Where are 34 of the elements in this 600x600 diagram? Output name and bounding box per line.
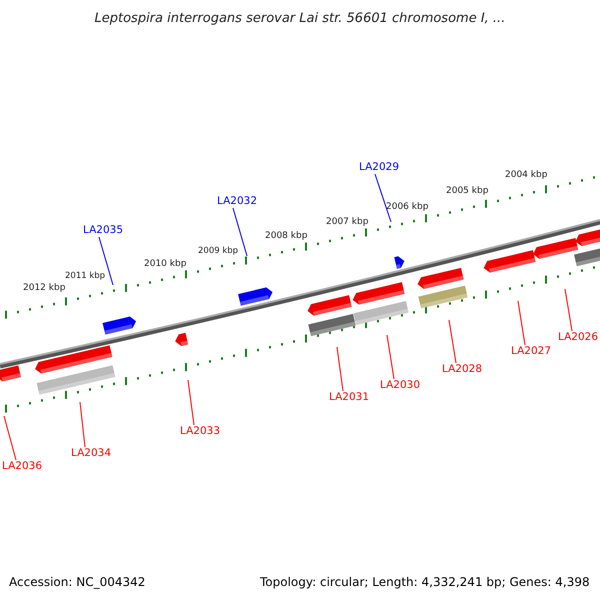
leader-line	[336, 346, 344, 392]
gene-label: LA2028	[442, 364, 482, 374]
scale-label: 2011 kbp	[65, 272, 106, 280]
scale-label: 2012 kbp	[23, 284, 66, 293]
leader-line	[386, 334, 394, 380]
scale-label: 2008 kbp	[265, 232, 308, 241]
scale-label: 2004 kbp	[505, 171, 548, 180]
scale-label: 2006 kbp	[386, 203, 428, 212]
leader-line	[80, 402, 86, 448]
leader-line	[518, 300, 526, 346]
gene-label: LA2032	[217, 196, 257, 206]
gene-label: LA2030	[380, 380, 420, 390]
leader-line	[564, 288, 572, 332]
gene-label: LA2034	[71, 448, 111, 458]
diagram-title: Leptospira interrogans serovar Lai str. 56601 chromosome I, ...	[94, 12, 506, 25]
leader-line	[188, 380, 194, 426]
gene-label: LA2031	[329, 392, 369, 402]
gene-label: LA2029	[359, 162, 399, 172]
scale-label: 2005 kbp	[446, 187, 488, 196]
gene-label: LA2036	[2, 461, 42, 472]
gene-label: LA2033	[180, 426, 220, 436]
leader-line	[374, 174, 392, 222]
gene-label: LA2027	[511, 346, 551, 356]
footer-text: Accession: NC_004342	[9, 576, 146, 588]
footer-text: Topology: circular; Length: 4,332,241 bp; Genes: 4,398	[260, 576, 590, 588]
gene-label: LA2026	[558, 332, 598, 342]
leader-line	[232, 208, 248, 256]
leader-line	[448, 320, 456, 364]
scale-label: 2009 kbp	[198, 247, 238, 256]
leader-line	[4, 416, 16, 460]
gene-label: LA2035	[83, 225, 123, 236]
scale-label: 2007 kbp	[326, 218, 368, 227]
leader-line	[98, 236, 114, 286]
scale-label: 2010 kbp	[144, 260, 186, 269]
